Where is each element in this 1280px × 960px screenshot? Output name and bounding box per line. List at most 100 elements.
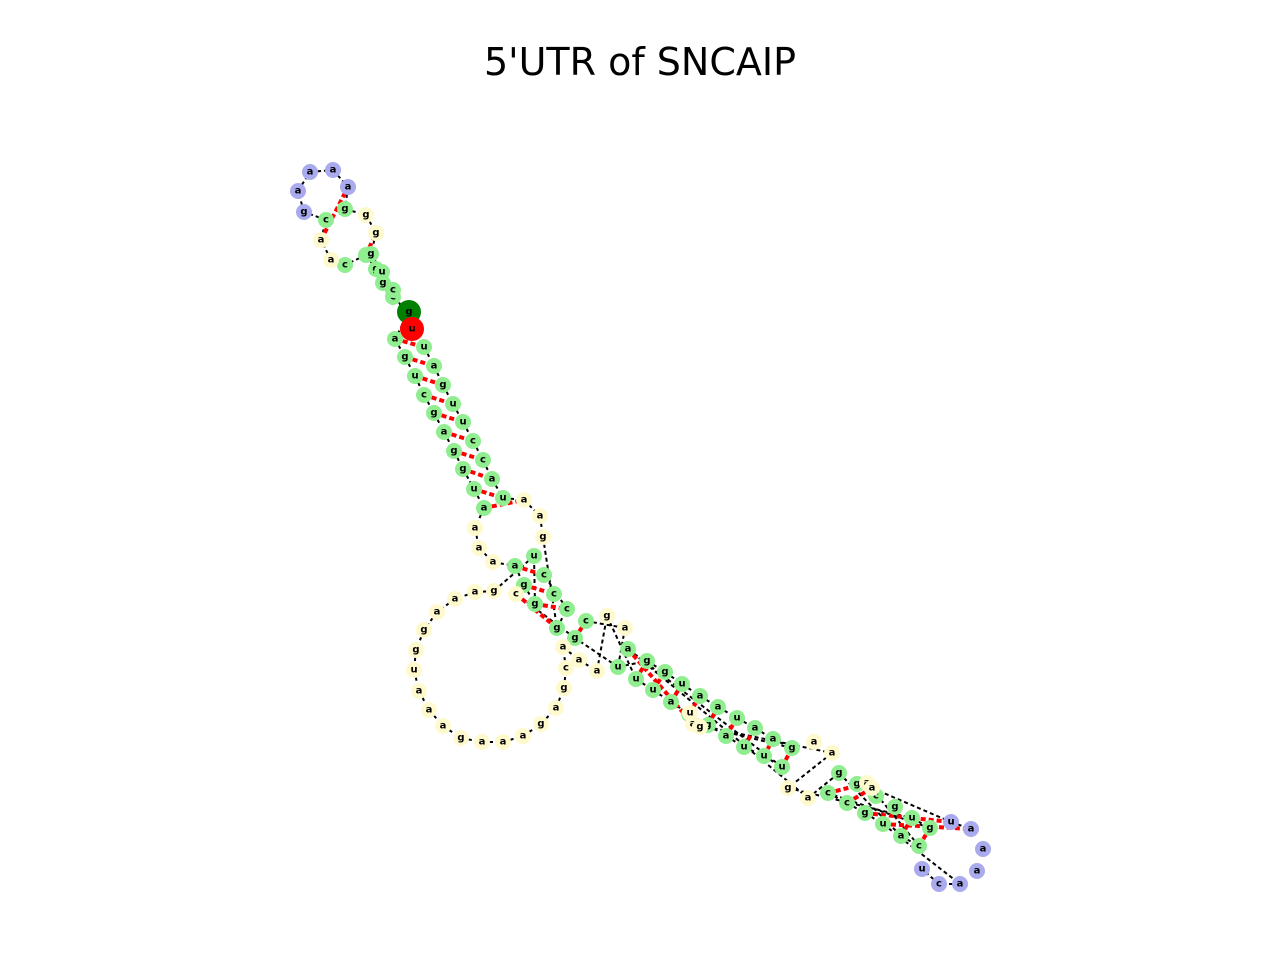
nucleotide-label: a: [968, 824, 975, 835]
nucleotide-l: g: [692, 719, 708, 735]
nucleotide-l: a: [467, 520, 483, 536]
nucleotide-label: c: [844, 798, 850, 809]
nucleotide-label: g: [861, 808, 868, 819]
backbone-segment: [606, 615, 637, 680]
nucleotide-s: a: [747, 720, 763, 736]
nucleotide-circle: [639, 653, 655, 669]
nucleotide-circle: [407, 368, 423, 384]
nucleotide-l: a: [571, 652, 587, 668]
nucleotide-label: g: [412, 645, 419, 656]
nucleotide-circle: [963, 821, 979, 837]
nucleotide-l: g: [533, 716, 549, 732]
nucleotide-label: u: [760, 751, 767, 762]
nucleotide-label: c: [873, 791, 879, 802]
nucleotide-label: c: [563, 663, 569, 674]
nucleotide-circle: [555, 639, 571, 655]
nucleotide-circle: [747, 720, 763, 736]
nucleotide-label: c: [323, 215, 329, 226]
nucleotide-l: a: [313, 232, 329, 248]
nucleotide-circle: [495, 490, 511, 506]
nucleotide-s: a: [620, 641, 636, 657]
nucleotide-s: g: [857, 805, 873, 821]
nucleotide-label: a: [576, 655, 583, 666]
nucleotide-l: a: [435, 718, 451, 734]
nucleotide-circle: [546, 586, 562, 602]
nucleotide-s: g: [887, 799, 903, 815]
nucleotide-label: a: [723, 731, 730, 742]
nucleotide-circle: [969, 863, 985, 879]
nucleotide-circle: [645, 682, 661, 698]
nucleotide-l: a: [429, 604, 445, 620]
nucleotide-label: a: [472, 587, 479, 598]
nucleotide-s: u: [645, 682, 661, 698]
nucleotide-l: a: [800, 790, 816, 806]
nucleotide-circle: [780, 780, 796, 796]
nucleotide-label: a: [829, 748, 836, 759]
nucleotide-circle: [467, 520, 483, 536]
nucleotide-h: c: [931, 876, 947, 892]
nucleotide-circle: [674, 676, 690, 692]
nucleotide-s: g: [831, 765, 847, 781]
nucleotide-label: g: [379, 278, 386, 289]
backbone-segment: [627, 648, 809, 799]
nucleotide-label: u: [411, 371, 418, 382]
nucleotide-l: a: [516, 492, 532, 508]
nucleotide-label: u: [378, 267, 385, 278]
nucleotide-h: u: [914, 861, 930, 877]
nucleotide-label: a: [974, 866, 981, 877]
nucleotide-circle: [436, 424, 452, 440]
nucleotide-label: c: [421, 390, 427, 401]
nucleotide-circle: [426, 405, 442, 421]
nucleotide-circle: [556, 680, 572, 696]
nucleotide-circle: [302, 164, 318, 180]
nucleotide-circle: [495, 734, 511, 750]
nucleotide-circle: [657, 664, 673, 680]
nucleotide-circle: [589, 663, 605, 679]
backbone-segment: [596, 615, 608, 672]
nucleotide-label: a: [560, 642, 567, 653]
nucleotide-label: g: [643, 656, 650, 667]
nucleotide-l: a: [864, 780, 880, 796]
nucleotide-label: c: [541, 570, 547, 581]
nucleotide-circle: [692, 688, 708, 704]
nucleotide-label: a: [622, 623, 629, 634]
nucleotide-label: c: [342, 260, 348, 271]
nucleotide-s: g: [337, 201, 353, 217]
nucleotide-circle: [904, 810, 920, 826]
nucleotide-circle: [527, 596, 543, 612]
nucleotide-l: u: [682, 705, 698, 721]
nucleotide-circle: [408, 642, 424, 658]
nucleotide-label: g: [537, 719, 544, 730]
nucleotide-h: a: [340, 179, 356, 195]
nucleotide-label: a: [957, 879, 964, 890]
nucleotide-circle: [864, 780, 880, 796]
nucleotide-h: a: [290, 183, 306, 199]
nucleotide-l: a: [467, 584, 483, 600]
nucleotide-label: g: [520, 580, 527, 591]
nucleotide-label: g: [835, 768, 842, 779]
nucleotide-s: u: [416, 339, 432, 355]
nucleotide-label: u: [649, 685, 656, 696]
nucleotide-circle: [800, 790, 816, 806]
nucleotide-l: a: [548, 700, 564, 716]
nucleotide-label: u: [740, 742, 747, 753]
base-pair-bond: [319, 186, 350, 241]
nucleotide-label: g: [560, 683, 567, 694]
nucleotide-circle: [435, 377, 451, 393]
nucleotide-label: a: [295, 186, 302, 197]
nucleotide-s: u: [774, 759, 790, 775]
nucleotide-circle: [831, 765, 847, 781]
nucleotide-label: u: [420, 342, 427, 353]
nucleotide-s: c: [385, 282, 401, 298]
nucleotide-label: a: [392, 334, 399, 345]
nucleotide-label: a: [752, 723, 759, 734]
nucleotide-circle: [535, 529, 551, 545]
nucleotide-circle: [466, 481, 482, 497]
nucleotide-circle: [887, 799, 903, 815]
nucleotide-circle: [337, 257, 353, 273]
nucleotide-l: c: [558, 660, 574, 676]
nucleotide-s: u: [466, 481, 482, 497]
nucleotide-label: u: [678, 679, 685, 690]
nucleotide-label: g: [539, 532, 546, 543]
nucleotide-label: a: [476, 543, 483, 554]
